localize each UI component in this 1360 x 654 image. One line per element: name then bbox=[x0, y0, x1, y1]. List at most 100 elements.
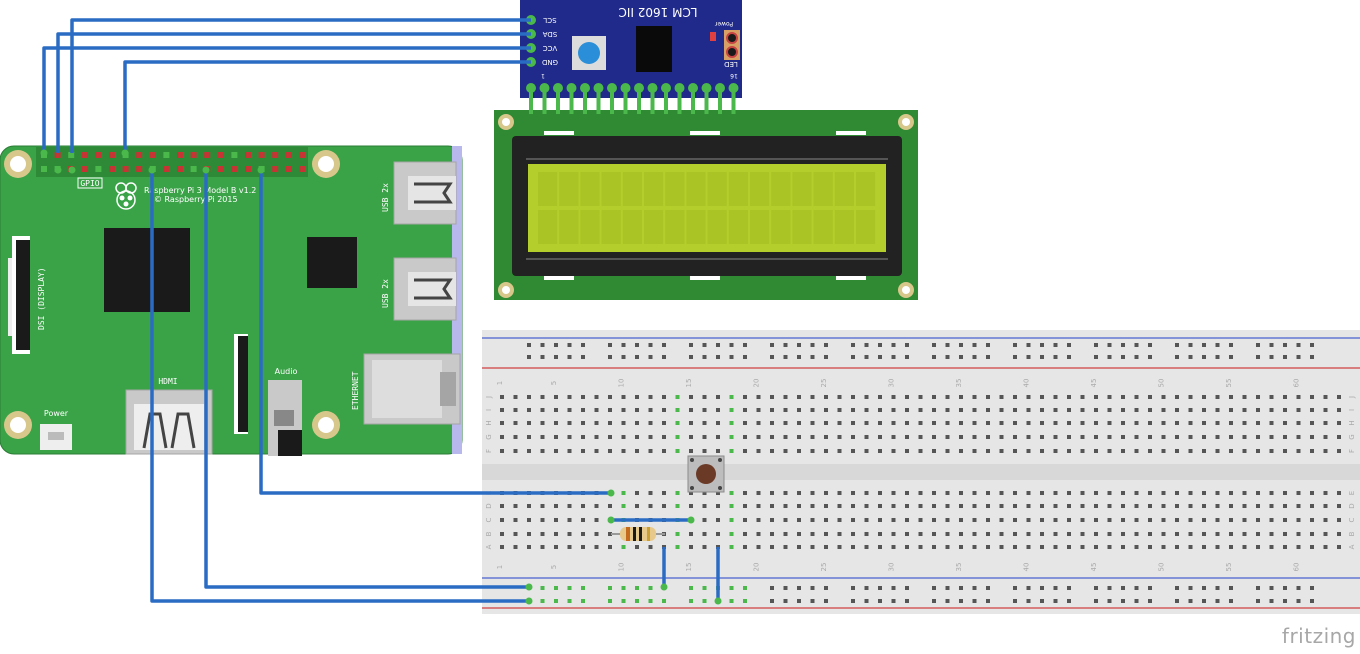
breadboard-hole bbox=[743, 545, 747, 549]
breadboard-hole bbox=[716, 491, 720, 495]
lcd-char-cell bbox=[644, 172, 664, 206]
rail-hole bbox=[1202, 355, 1206, 359]
breadboard-hole bbox=[1040, 435, 1044, 439]
breadboard-hole bbox=[1269, 408, 1274, 412]
wires bbox=[42, 18, 720, 603]
breadboard-hole bbox=[918, 518, 923, 522]
rail-hole bbox=[986, 599, 990, 603]
breadboard-hole bbox=[878, 421, 882, 425]
breadboard-hole bbox=[1175, 545, 1179, 549]
lcd-char-cell bbox=[707, 172, 727, 206]
breadboard-hole bbox=[1148, 421, 1152, 425]
rail-hole bbox=[986, 343, 990, 347]
breadboard-hole bbox=[1040, 421, 1044, 425]
breadboard-hole bbox=[1337, 449, 1341, 453]
breadboard-hole bbox=[1175, 408, 1179, 412]
rail-hole bbox=[1121, 343, 1125, 347]
rail-hole bbox=[567, 343, 572, 347]
rail-hole bbox=[1256, 343, 1260, 347]
breadboard-hole bbox=[1256, 449, 1260, 453]
rail-hole bbox=[824, 355, 828, 359]
breadboard-hole bbox=[1188, 395, 1193, 399]
breadboard-hole bbox=[918, 532, 923, 536]
rail-hole bbox=[1175, 343, 1179, 347]
breadboard-hole bbox=[999, 491, 1004, 495]
button-cap-icon[interactable] bbox=[696, 464, 716, 484]
breadboard-hole bbox=[905, 518, 909, 522]
rail-hole bbox=[1107, 599, 1112, 603]
breadboard-hole bbox=[513, 421, 518, 425]
rail-hole bbox=[783, 355, 788, 359]
breadboard-hole bbox=[1026, 395, 1031, 399]
breadboard-hole bbox=[959, 435, 963, 439]
breadboard-hole bbox=[1148, 518, 1152, 522]
breadboard-hole bbox=[1053, 435, 1058, 439]
breadboard-hole bbox=[972, 435, 977, 439]
column-number: 1 bbox=[496, 381, 504, 385]
breadboard-hole bbox=[540, 545, 545, 549]
breadboard-hole bbox=[837, 449, 842, 453]
breadboard-hole bbox=[878, 408, 882, 412]
rail-hole bbox=[945, 355, 950, 359]
breadboard-hole bbox=[810, 435, 815, 439]
rail-hole bbox=[783, 343, 788, 347]
breadboard-hole bbox=[1094, 518, 1098, 522]
breadboard-hole bbox=[1121, 421, 1125, 425]
breadboard-hole bbox=[999, 408, 1004, 412]
breadboard-hole bbox=[1026, 504, 1031, 508]
breadboard-hole bbox=[756, 491, 761, 495]
rail-hole bbox=[1188, 586, 1193, 590]
breadboard-hole bbox=[1283, 395, 1287, 399]
breadboard-hole bbox=[1094, 395, 1098, 399]
breadboard-hole bbox=[810, 545, 815, 549]
breadboard-hole bbox=[1337, 504, 1341, 508]
column-number: 30 bbox=[888, 379, 896, 388]
wire-gnd-rail bbox=[150, 170, 529, 603]
breadboard-hole bbox=[1080, 449, 1085, 453]
rail-hole bbox=[567, 586, 572, 590]
breadboard-hole bbox=[1067, 491, 1071, 495]
breadboard-hole bbox=[756, 395, 761, 399]
breadboard-hole bbox=[1053, 491, 1058, 495]
rail-hole bbox=[959, 586, 963, 590]
breadboard-hole bbox=[554, 408, 558, 412]
i2c-pin-last: 16 bbox=[730, 72, 738, 79]
breadboard-hole bbox=[689, 395, 693, 399]
breadboard-hole bbox=[702, 449, 707, 453]
rail-hole bbox=[1107, 355, 1112, 359]
rail-hole bbox=[986, 355, 990, 359]
breadboard-hole bbox=[986, 518, 990, 522]
breadboard-hole bbox=[594, 449, 599, 453]
breadboard-hole bbox=[1229, 491, 1233, 495]
breadboard-hole bbox=[702, 545, 707, 549]
breadboard-hole bbox=[608, 435, 612, 439]
breadboard-hole bbox=[648, 421, 653, 425]
gpio-pin bbox=[122, 166, 129, 172]
breadboard-hole bbox=[1067, 421, 1071, 425]
rail-hole bbox=[648, 343, 653, 347]
breadboard-hole bbox=[986, 395, 990, 399]
rail-hole bbox=[810, 586, 815, 590]
breadboard-hole bbox=[1175, 449, 1179, 453]
breadboard-hole bbox=[662, 491, 666, 495]
breadboard-hole bbox=[594, 408, 599, 412]
lcd-pin bbox=[647, 83, 658, 93]
breadboard-hole bbox=[1121, 435, 1125, 439]
breadboard-hole bbox=[1080, 518, 1085, 522]
rail-hole bbox=[743, 343, 747, 347]
i2c-pin-label-sda: SDA bbox=[543, 30, 558, 38]
column-number: 1 bbox=[496, 565, 504, 569]
breadboard-hole bbox=[743, 395, 747, 399]
breadboard-hole bbox=[1215, 545, 1220, 549]
breadboard-hole bbox=[770, 491, 774, 495]
column-number: 15 bbox=[685, 379, 693, 388]
breadboard-hole bbox=[878, 518, 882, 522]
rail-hole bbox=[689, 343, 693, 347]
breadboard-hole bbox=[1242, 545, 1247, 549]
breadboard-hole bbox=[1188, 518, 1193, 522]
push-button[interactable] bbox=[687, 455, 725, 493]
breadboard-holes bbox=[500, 343, 1341, 603]
breadboard-hole bbox=[783, 395, 788, 399]
rail-hole bbox=[1296, 586, 1301, 590]
wire-gpio-button bbox=[259, 170, 611, 495]
